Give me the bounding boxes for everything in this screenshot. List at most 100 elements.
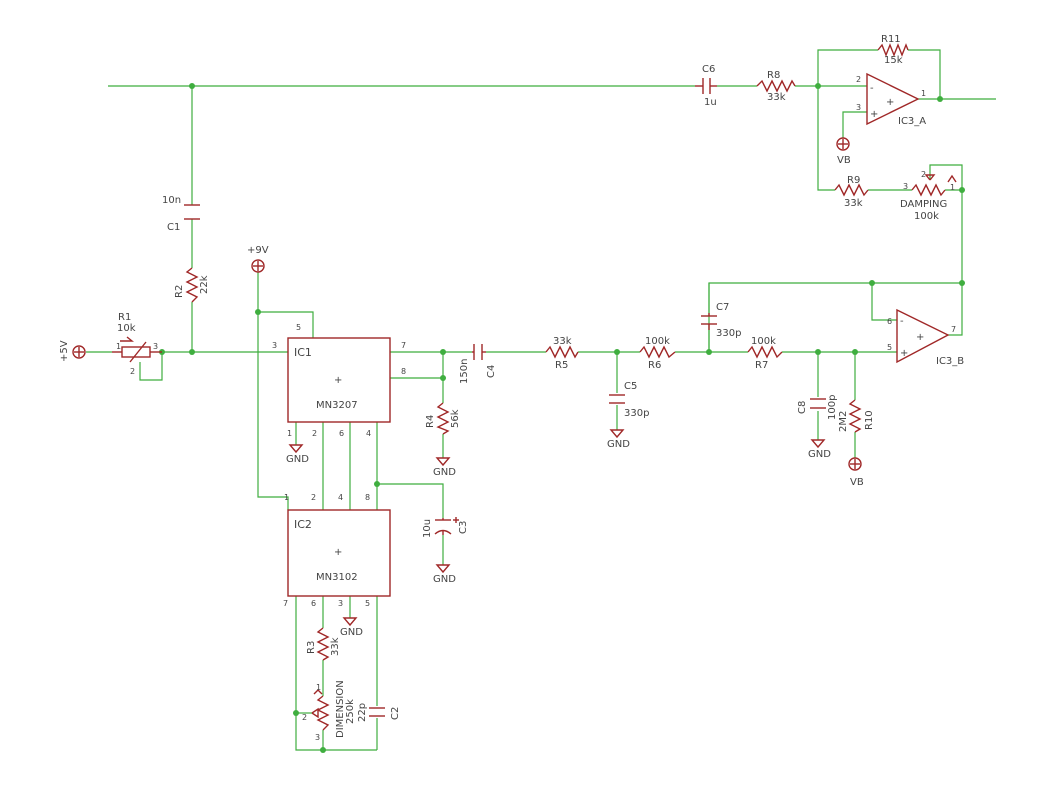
wire-ic1-pin8	[390, 352, 444, 379]
r5-ref: R5	[555, 360, 568, 371]
wire-damping-wiper	[929, 164, 963, 190]
r9-ref: R9	[847, 175, 860, 186]
junction-dot	[852, 349, 858, 355]
ic1-ref: IC1	[294, 346, 312, 359]
junction-dot	[189, 349, 195, 355]
gnd-icon	[810, 439, 826, 449]
damping-ref: DAMPING	[900, 199, 947, 210]
c5-ref: C5	[624, 381, 637, 392]
gnd-label: GND	[808, 449, 831, 460]
resistor-r4: R4 56k	[425, 402, 461, 435]
r7-ref: R7	[755, 360, 768, 371]
junction-dot	[374, 481, 380, 487]
r3-ref: R3	[306, 641, 317, 654]
dimension-pin2: 2	[302, 713, 307, 722]
ic1-pin7: 7	[401, 341, 406, 350]
potentiometer-r1: R1 10k 1 3 2	[112, 312, 162, 376]
resistor-r11: R11 15k	[877, 34, 909, 66]
ic3a-plus-sign: +	[870, 109, 878, 120]
capacitor-c7: C7 330p	[701, 302, 741, 339]
c8-ref: C8	[797, 401, 808, 414]
junction-dot	[706, 349, 712, 355]
wire-r11-loop	[817, 49, 878, 86]
ic1-value: MN3207	[316, 400, 358, 411]
r4-zigzag	[436, 402, 450, 435]
resistor-r10: 2M2 R10	[838, 399, 875, 433]
r9-zigzag	[834, 183, 869, 197]
r6-ref: R6	[648, 360, 661, 371]
dimension-ref: DIMENSION	[335, 680, 346, 738]
gnd-r4: GND	[433, 457, 456, 478]
r1-wiper-arrow	[129, 341, 147, 363]
r11-zigzag	[877, 43, 909, 57]
gnd-ic2: GND	[340, 617, 363, 638]
c4-ref: C4	[486, 365, 497, 378]
r4-ref: R4	[425, 415, 436, 428]
r3-value: 33k	[330, 637, 341, 656]
gnd-icon	[342, 617, 358, 627]
ic1-pin2: 2	[312, 429, 317, 438]
ic2-pin5: 5	[365, 599, 370, 608]
junctions	[159, 83, 965, 753]
ic2-pin7: 7	[283, 599, 288, 608]
c5-value: 330p	[624, 408, 649, 419]
c2-value: 22p	[357, 703, 368, 722]
junction-dot	[189, 83, 195, 89]
r5-zigzag	[545, 345, 579, 359]
damping-zigzag	[911, 183, 946, 197]
junction-dot	[815, 83, 821, 89]
ic3a-pin2: 2	[856, 75, 861, 84]
junction-dot	[959, 280, 965, 286]
ic2-center-mark: +	[334, 547, 342, 558]
wire-ic3a-plus	[842, 111, 867, 138]
damping-pin2: 2	[921, 170, 926, 179]
ic2-body	[287, 509, 391, 597]
damping-wiper-arrow	[924, 174, 936, 181]
ic1-center-mark: +	[334, 375, 342, 386]
gnd-icon	[435, 457, 451, 467]
ic3b-center-mark: +	[916, 332, 924, 343]
c4-value: 150n	[459, 359, 470, 384]
ic3b-pin6: 6	[887, 317, 892, 326]
vb-icon	[848, 457, 862, 471]
gnd-icon	[435, 564, 451, 574]
c6-value: 1u	[704, 97, 717, 108]
ic1: IC1 + MN3207 3 5 7 8 1 2 6 4	[272, 323, 406, 438]
supply-5v-icon	[72, 345, 86, 359]
capacitor-c6: C6 1u	[695, 64, 717, 108]
ic3b-pin7: 7	[951, 325, 956, 334]
ic2-pin6: 6	[311, 599, 316, 608]
ic3b-minus: -	[900, 316, 904, 327]
wire-ic3b-minus	[871, 283, 897, 321]
r1-pin1: 1	[116, 342, 121, 351]
ic3a-pin3: 3	[856, 103, 861, 112]
r10-zigzag	[848, 399, 862, 433]
wire-r11-right	[908, 49, 941, 99]
r11-value: 15k	[884, 55, 903, 66]
ic2-pin4: 4	[338, 493, 343, 502]
r9-value: 33k	[844, 198, 863, 209]
junction-dot	[440, 349, 446, 355]
ic2-pin1: 1	[284, 493, 289, 502]
ic3a-body	[866, 72, 920, 126]
capacitor-c4: 150n C4	[459, 344, 497, 384]
wire-ic2-pin7	[295, 596, 377, 751]
dimension-pin3: 3	[315, 733, 320, 742]
damping-pin3: 3	[903, 182, 908, 191]
wire-ic3b-out	[948, 283, 963, 336]
r1-pin2: 2	[130, 367, 135, 376]
r8-value: 33k	[767, 92, 786, 103]
c6-ref: C6	[702, 64, 715, 75]
ic3a: - + + 2 3 1 IC3_A	[856, 72, 926, 127]
r6-value: 100k	[645, 336, 670, 347]
junction-dot	[815, 349, 821, 355]
junction-dot	[255, 309, 261, 315]
ic3a-ref: IC3_A	[898, 116, 926, 127]
ic1-body	[287, 337, 391, 423]
ic3b-plus-sign: +	[900, 348, 908, 359]
ic2-pin8: 8	[365, 493, 370, 502]
r1-arrow-head	[120, 336, 134, 342]
capacitor-c8: C8 100p	[797, 395, 838, 420]
damping-arrow-tail	[947, 174, 957, 183]
r4-value: 56k	[450, 409, 461, 428]
